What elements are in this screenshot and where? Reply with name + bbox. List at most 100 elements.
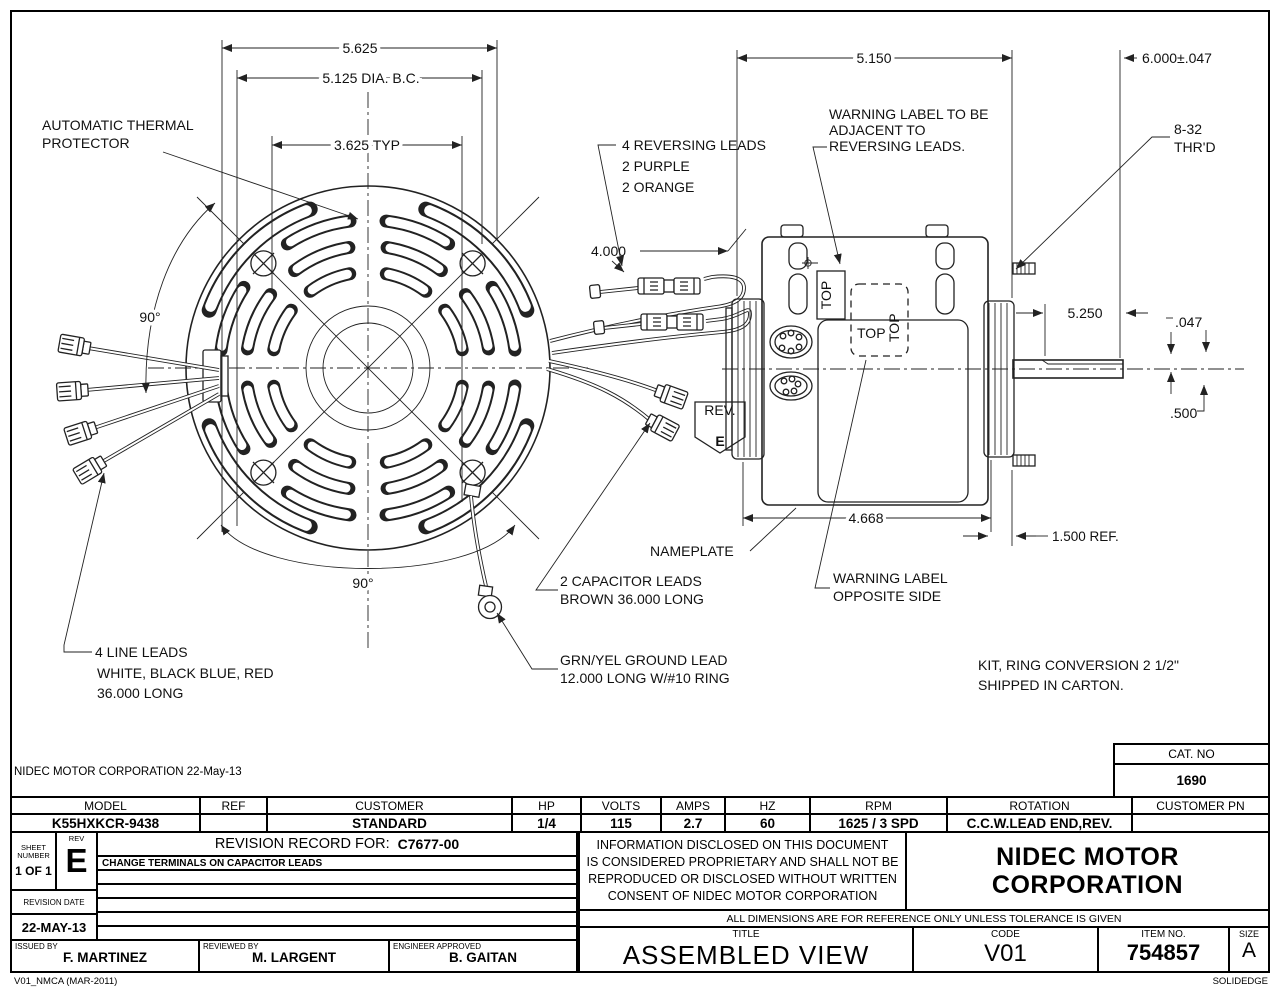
assembled-view-drawing: REV. E 5.625 5.125 DIA. B.C. 3.625 TYP 9… bbox=[42, 37, 1244, 702]
proprietary-line: REPRODUCED OR DISCLOSED WITHOUT WRITTEN bbox=[588, 872, 897, 886]
proprietary-line: INFORMATION DISCLOSED ON THIS DOCUMENT bbox=[596, 838, 889, 852]
title-company-block: INFORMATION DISCLOSED ON THIS DOCUMENT I… bbox=[578, 831, 1270, 973]
val-hp: 1/4 bbox=[513, 815, 580, 831]
side-callouts: WARNING LABEL TO BE ADJACENT TO REVERSIN… bbox=[650, 106, 1179, 693]
revision-row bbox=[98, 927, 576, 939]
template-version-note: V01_NMCA (MAR-2011) bbox=[14, 976, 118, 987]
revision-row bbox=[98, 885, 576, 897]
capacitor-label-1: 2 CAPACITOR LEADS bbox=[560, 573, 702, 589]
val-rpm: 1625 / 3 SPD bbox=[811, 815, 946, 831]
angle-bottom: 90° bbox=[352, 575, 373, 591]
reversing-label-2: 2 PURPLE bbox=[622, 158, 690, 174]
line-leads-wires bbox=[55, 333, 220, 486]
spec-table: MODEL REF CUSTOMER HP VOLTS AMPS HZ RPM … bbox=[10, 796, 1270, 833]
dim-5150: 5.150 bbox=[856, 50, 891, 66]
dim-typ: 3.625 TYP bbox=[334, 137, 400, 153]
dim-1500-ref: 1.500 REF. bbox=[1052, 529, 1119, 544]
top-dashed-small-text: TOP bbox=[886, 313, 902, 342]
front-view: REV. E 5.625 5.125 DIA. B.C. 3.625 TYP 9… bbox=[42, 37, 766, 702]
motor-shaft bbox=[1012, 359, 1124, 379]
cat-no-label: CAT. NO bbox=[1115, 745, 1268, 763]
warn-adj-1: WARNING LABEL TO BE bbox=[829, 106, 989, 122]
warning-label-adjacent: TOP bbox=[802, 257, 846, 320]
dim-5625: 5.625 bbox=[342, 40, 377, 56]
thermal-label-1: AUTOMATIC THERMAL bbox=[42, 117, 194, 133]
col-volts: VOLTS bbox=[582, 798, 660, 813]
thermal-label-2: PROTECTOR bbox=[42, 135, 130, 151]
angle-top: 90° bbox=[139, 309, 160, 325]
title-cell: TITLE ASSEMBLED VIEW bbox=[580, 928, 912, 971]
dim-5250: 5.250 bbox=[1067, 305, 1102, 321]
tolerance-note: ALL DIMENSIONS ARE FOR REFERENCE ONLY UN… bbox=[580, 911, 1268, 926]
company-line-1: NIDEC MOTOR bbox=[996, 843, 1179, 871]
code-value: V01 bbox=[984, 940, 1027, 967]
code-label: CODE bbox=[991, 929, 1020, 940]
inner-circle-outer bbox=[305, 305, 431, 431]
ground-label-2: 12.000 LONG W/#10 RING bbox=[560, 670, 730, 686]
revision-row bbox=[98, 899, 576, 911]
top-dashed-text: TOP bbox=[857, 325, 886, 341]
size-cell: SIZE A bbox=[1230, 928, 1268, 971]
code-cell: CODE V01 bbox=[914, 928, 1097, 971]
proprietary-notice: INFORMATION DISCLOSED ON THIS DOCUMENT I… bbox=[580, 833, 905, 909]
reversing-label-1: 4 REVERSING LEADS bbox=[622, 137, 766, 153]
motor-body bbox=[761, 236, 989, 506]
rev-cell: REV E bbox=[57, 833, 96, 889]
rev-flag-value: E bbox=[715, 433, 724, 449]
warn-adj-2: ADJACENT TO bbox=[829, 122, 926, 138]
corporation-date-note: NIDEC MOTOR CORPORATION 22-May-13 bbox=[14, 766, 242, 778]
reversing-leads-wires bbox=[549, 274, 752, 355]
sheet-value: 1 OF 1 bbox=[15, 864, 52, 878]
dim-6000: 6.000±.047 bbox=[1142, 50, 1212, 66]
line-leads-label-1: 4 LINE LEADS bbox=[95, 644, 188, 660]
revision-row bbox=[98, 871, 576, 883]
val-rotation: C.C.W.LEAD END,REV. bbox=[948, 815, 1131, 831]
warn-opp-1: WARNING LABEL bbox=[833, 570, 948, 586]
kit-note-2: SHIPPED IN CARTON. bbox=[978, 677, 1124, 693]
top-vertical-text: TOP bbox=[818, 281, 834, 310]
side-dimensions: 5.150 6.000±.047 8-32 THR'D 5.250 .047 .… bbox=[736, 47, 1216, 546]
capacitor-label-2: BROWN 36.000 LONG bbox=[560, 591, 704, 607]
revision-record-header: REVISION RECORD FOR: C7677-00 bbox=[98, 833, 576, 855]
inner-circle-inner bbox=[322, 322, 414, 414]
issued-by-cell: ISSUED BY F. MARTINEZ bbox=[12, 941, 198, 971]
cat-no-value: 1690 bbox=[1115, 765, 1268, 796]
dim-thread-2: THR'D bbox=[1174, 139, 1216, 155]
reviewed-by-cell: REVIEWED BY M. LARGENT bbox=[200, 941, 388, 971]
issued-by-label: ISSUED BY bbox=[15, 942, 58, 951]
bolt-holes bbox=[250, 250, 486, 486]
lead-connectors bbox=[769, 325, 813, 401]
col-amps: AMPS bbox=[662, 798, 724, 813]
threaded-studs bbox=[1012, 262, 1036, 467]
revision-block: SHEET NUMBER 1 OF 1 REV E REVISION RECOR… bbox=[10, 831, 578, 973]
ground-label-1: GRN/YEL GROUND LEAD bbox=[560, 652, 728, 668]
line-leads-label-3: 36.000 LONG bbox=[97, 685, 183, 701]
item-no-label: ITEM NO. bbox=[1141, 929, 1186, 940]
company-logo-text: NIDEC MOTOR CORPORATION bbox=[907, 833, 1268, 909]
dim-4668: 4.668 bbox=[848, 510, 883, 526]
warning-label-opposite: TOP TOP bbox=[850, 283, 909, 357]
col-customer: CUSTOMER bbox=[268, 798, 511, 813]
revision-row bbox=[98, 913, 576, 925]
col-rotation: ROTATION bbox=[948, 798, 1131, 813]
val-ref bbox=[201, 815, 266, 831]
ground-lead bbox=[463, 483, 503, 620]
revision-date-value: 22-MAY-13 bbox=[12, 915, 96, 939]
col-hp: HP bbox=[513, 798, 580, 813]
issued-by-value: F. MARTINEZ bbox=[63, 950, 147, 965]
revision-date-label: REVISION DATE bbox=[12, 891, 96, 913]
front-callouts: AUTOMATIC THERMAL PROTECTOR 4 REVERSING … bbox=[42, 117, 766, 701]
kit-note-1: KIT, RING CONVERSION 2 1/2" bbox=[978, 657, 1179, 673]
reviewed-by-label: REVIEWED BY bbox=[203, 942, 259, 951]
engineer-approved-label: ENGINEER APPROVED bbox=[393, 942, 482, 951]
col-customer-pn: CUSTOMER PN bbox=[1133, 798, 1268, 813]
rev-flag: REV. E bbox=[694, 401, 746, 454]
warn-opp-2: OPPOSITE SIDE bbox=[833, 588, 941, 604]
vent-slots bbox=[788, 242, 955, 315]
val-amps: 2.7 bbox=[662, 815, 724, 831]
rev-label: REV bbox=[68, 834, 85, 843]
revision-record-number: C7677-00 bbox=[397, 836, 460, 852]
col-hz: HZ bbox=[726, 798, 809, 813]
dim-500: .500 bbox=[1170, 405, 1197, 421]
val-model: K55HXKCR-9438 bbox=[12, 815, 199, 831]
